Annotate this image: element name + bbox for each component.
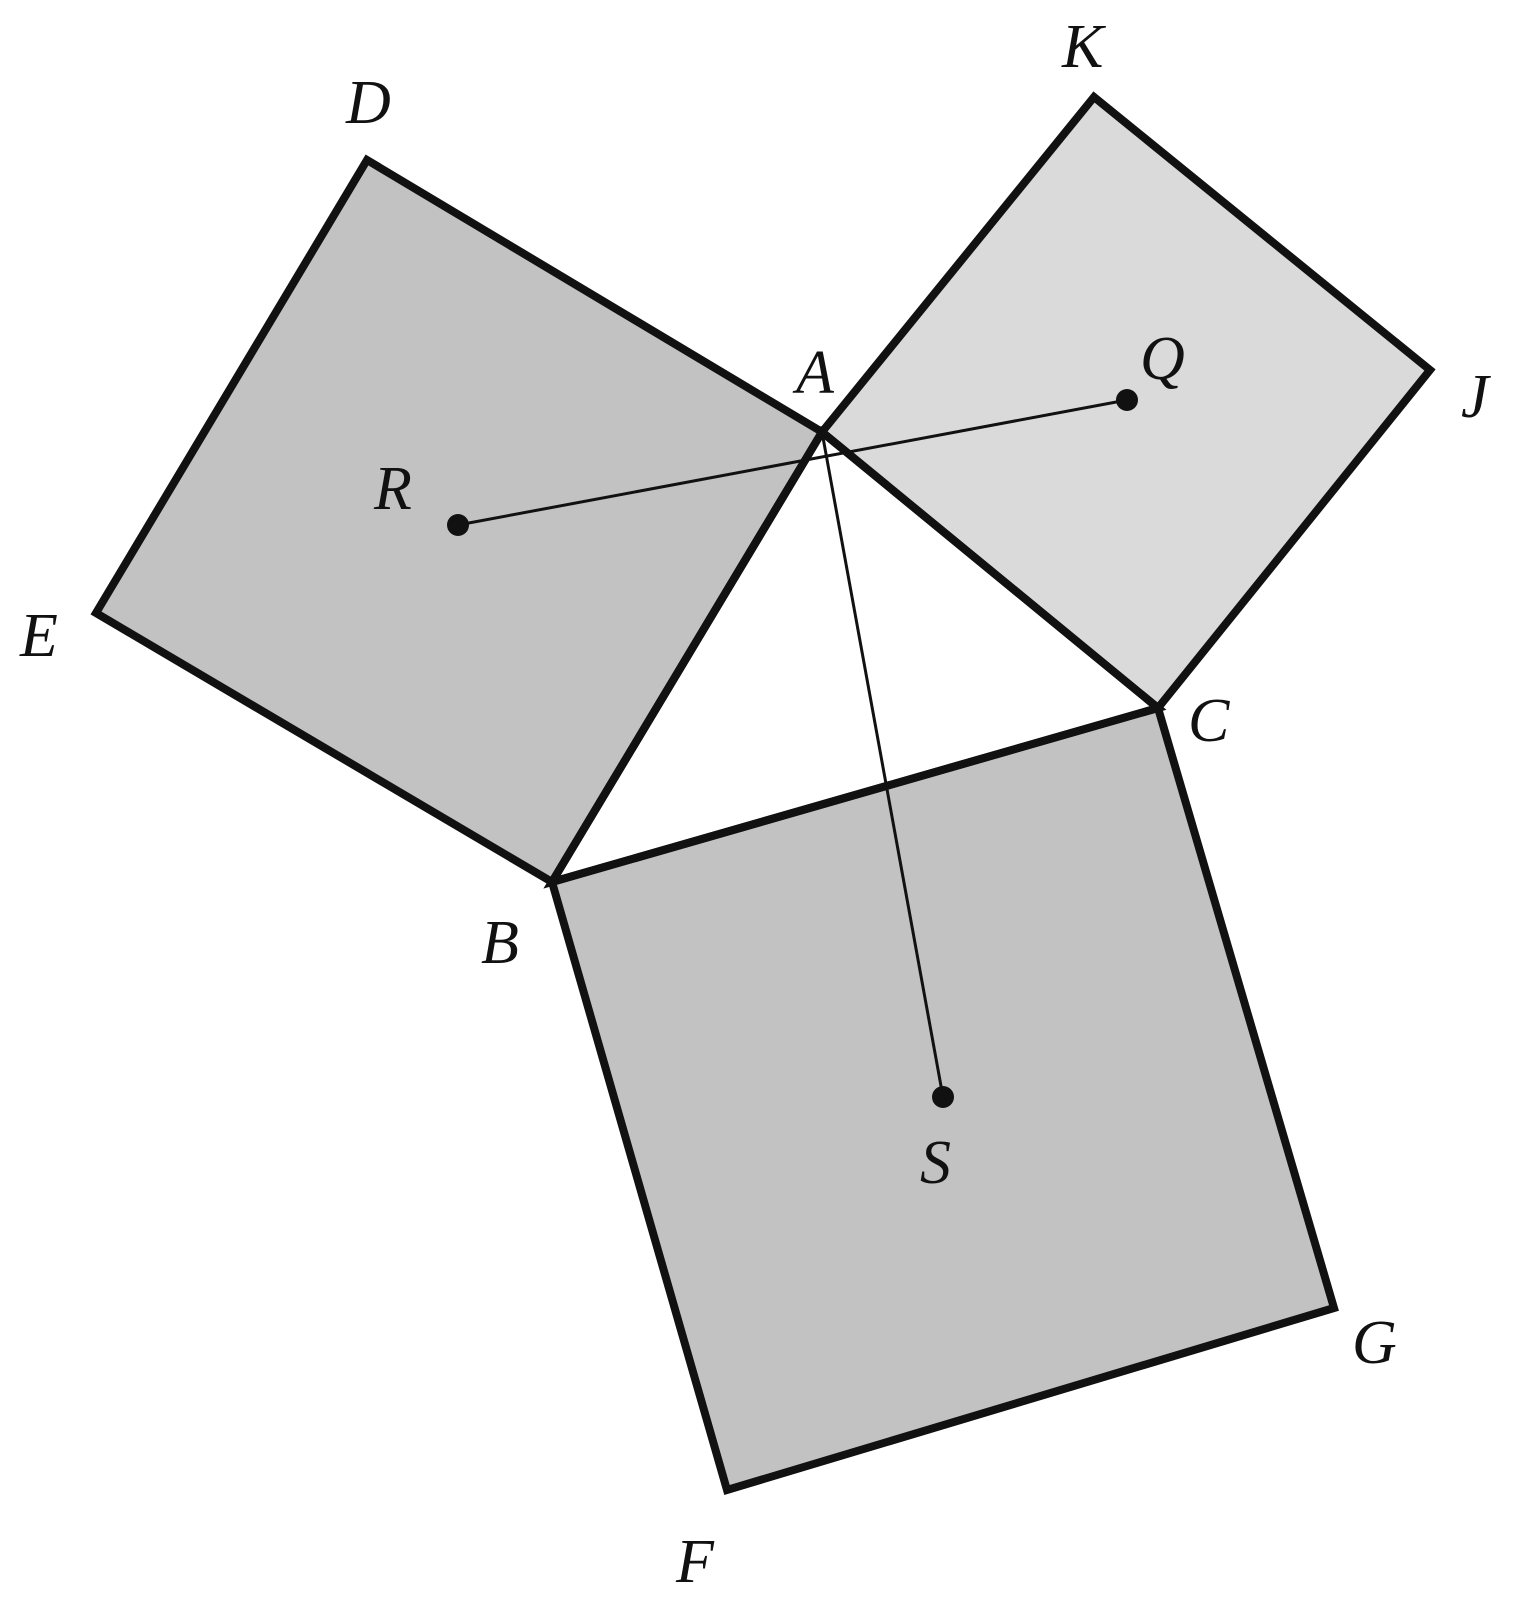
label-c: C bbox=[1188, 687, 1230, 755]
point-r bbox=[447, 514, 469, 536]
label-s: S bbox=[920, 1129, 951, 1197]
label-j: J bbox=[1461, 363, 1491, 431]
triangle-abc bbox=[543, 425, 1167, 889]
label-b: B bbox=[481, 909, 519, 977]
point-s bbox=[932, 1086, 954, 1108]
segment-as bbox=[820, 431, 945, 1098]
label-e: E bbox=[19, 602, 58, 670]
segment-rq bbox=[457, 398, 1128, 527]
label-f: F bbox=[675, 1528, 715, 1596]
label-a: A bbox=[792, 339, 835, 407]
label-r: R bbox=[373, 455, 412, 523]
label-g: G bbox=[1352, 1309, 1397, 1377]
label-k: K bbox=[1061, 13, 1107, 81]
label-q: Q bbox=[1140, 325, 1185, 393]
label-d: D bbox=[345, 69, 391, 137]
point-q bbox=[1116, 389, 1138, 411]
